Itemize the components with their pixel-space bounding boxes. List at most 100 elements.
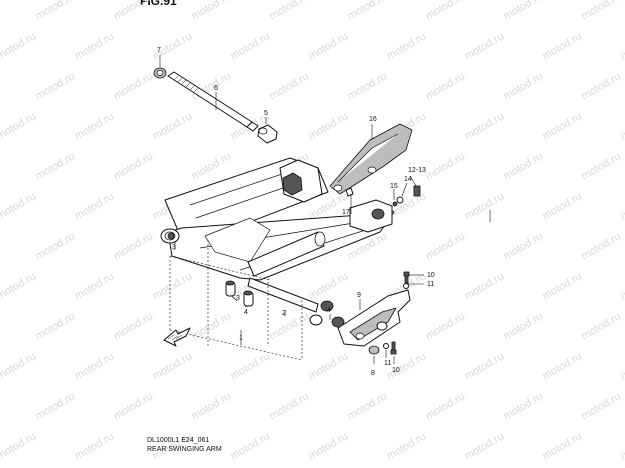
watermark-text: motod.ru bbox=[190, 150, 234, 182]
watermark-text: motod.ru bbox=[73, 110, 117, 142]
section-name: REAR SWINGING ARM bbox=[147, 446, 222, 453]
watermark-text: motod.ru bbox=[307, 110, 351, 142]
watermark-text: motod.ru bbox=[190, 0, 234, 23]
figure-title: FIG.91 bbox=[140, 0, 177, 8]
watermark-text: motod.ru bbox=[34, 390, 78, 422]
watermark-text: motod.ru bbox=[580, 390, 624, 422]
washer-14[interactable] bbox=[396, 196, 404, 204]
watermark-text: motod.ru bbox=[268, 70, 312, 102]
leader-lines bbox=[159, 55, 491, 364]
spacer-tube[interactable] bbox=[247, 277, 319, 313]
watermark-text: motod.ru bbox=[307, 430, 351, 462]
fastener-group-lower[interactable] bbox=[368, 271, 410, 355]
watermark-text: motod.ru bbox=[0, 350, 38, 382]
watermark-text: motod.ru bbox=[34, 70, 78, 102]
watermark-text: motod.ru bbox=[424, 150, 468, 182]
washer-11b[interactable] bbox=[383, 343, 389, 349]
watermark-text: motod.ru bbox=[463, 30, 507, 62]
front-direction-arrow-icon bbox=[163, 327, 191, 347]
watermark-text: motod.ru bbox=[463, 190, 507, 222]
label-7[interactable]: 7 bbox=[157, 47, 161, 54]
watermark-text: motod.ru bbox=[34, 310, 78, 342]
watermark-text: motod.ru bbox=[73, 190, 117, 222]
adjuster-plate-9[interactable] bbox=[337, 289, 411, 347]
watermark-text: motod.ru bbox=[541, 110, 585, 142]
watermark-text: motod.ru bbox=[541, 30, 585, 62]
watermark-text: motod.ru bbox=[268, 310, 312, 342]
part-number-labels: 7 6 5 16 12-13 14 15 17 3 3 4 2 4 1 10 1… bbox=[157, 47, 435, 377]
watermark-text: motod.ru bbox=[619, 430, 625, 462]
watermark-text: motod.ru bbox=[73, 350, 117, 382]
label-15[interactable]: 15 bbox=[390, 183, 398, 190]
watermark-text: motod.ru bbox=[151, 270, 195, 302]
swing-arm-body[interactable] bbox=[160, 157, 395, 281]
label-3[interactable]: 3 bbox=[172, 244, 176, 251]
exploded-guide-lines bbox=[169, 240, 303, 361]
watermark-text: motod.ru bbox=[619, 110, 625, 142]
watermark-text: motod.ru bbox=[424, 310, 468, 342]
watermark-text: motod.ru bbox=[190, 310, 234, 342]
watermark-text: motod.ru bbox=[307, 350, 351, 382]
clip-12-13[interactable] bbox=[413, 185, 421, 197]
label-8[interactable]: 8 bbox=[371, 370, 375, 377]
watermark-text: motod.ru bbox=[619, 270, 625, 302]
label-9[interactable]: 9 bbox=[357, 292, 361, 299]
model-code: DL1000L1 E24_061 bbox=[147, 437, 210, 444]
chain-case-16[interactable] bbox=[329, 123, 413, 195]
bolt-15[interactable] bbox=[392, 201, 398, 207]
watermark-text: motod.ru bbox=[463, 350, 507, 382]
label-1[interactable]: 1 bbox=[239, 335, 243, 342]
watermark-text: motod.ru bbox=[502, 230, 546, 262]
label-11a[interactable]: 11 bbox=[427, 281, 434, 288]
pivot-shaft-assembly[interactable] bbox=[153, 67, 278, 144]
watermark-text: motod.ru bbox=[73, 270, 117, 302]
watermark-text: motod.ru bbox=[112, 150, 156, 182]
bearing-3[interactable] bbox=[167, 232, 175, 240]
label-2[interactable]: 2 bbox=[282, 310, 286, 317]
label-5[interactable]: 5 bbox=[264, 110, 268, 117]
watermark-text: motod.ru bbox=[580, 230, 624, 262]
bearing-set[interactable] bbox=[167, 232, 345, 328]
watermark-text: motod.ru bbox=[268, 0, 312, 23]
watermark-text: motod.ru bbox=[502, 390, 546, 422]
label-12-13[interactable]: 12-13 bbox=[408, 167, 426, 174]
bolt-10b[interactable] bbox=[390, 341, 397, 355]
watermark-text: motod.ru bbox=[580, 70, 624, 102]
label-6[interactable]: 6 bbox=[214, 85, 218, 92]
watermark-text: motod.ru bbox=[0, 110, 38, 142]
label-10b[interactable]: 10 bbox=[392, 367, 400, 374]
bolt-17[interactable] bbox=[345, 187, 354, 197]
watermark-text: motod.ru bbox=[151, 110, 195, 142]
watermark-text: motod.ru bbox=[502, 0, 546, 23]
watermark-text: motod.ru bbox=[541, 190, 585, 222]
watermark-text: motod.ru bbox=[34, 150, 78, 182]
watermark-text: motod.ru bbox=[346, 0, 390, 23]
label-17[interactable]: 17 bbox=[342, 209, 350, 216]
watermark-text: motod.ru bbox=[424, 0, 468, 23]
watermark-text: motod.ru bbox=[541, 270, 585, 302]
label-14[interactable]: 14 bbox=[404, 176, 412, 183]
label-3-lower[interactable]: 3 bbox=[236, 295, 240, 302]
label-11b[interactable]: 11 bbox=[384, 360, 391, 367]
watermark-text: motod.ru bbox=[0, 30, 38, 62]
watermark-text: motod.ru bbox=[73, 30, 117, 62]
watermark-text: motod.ru bbox=[541, 350, 585, 382]
watermark-text: motod.ru bbox=[307, 30, 351, 62]
label-4b[interactable]: 4 bbox=[327, 307, 331, 314]
label-10a[interactable]: 10 bbox=[427, 272, 435, 279]
label-16[interactable]: 16 bbox=[369, 116, 377, 123]
label-4a[interactable]: 4 bbox=[244, 309, 248, 316]
washer-11a[interactable] bbox=[403, 283, 409, 289]
watermark-text: motod.ru bbox=[229, 430, 273, 462]
watermark-text: motod.ru bbox=[112, 70, 156, 102]
watermark-text: motod.ru bbox=[0, 270, 38, 302]
watermark-text: motod.ru bbox=[463, 430, 507, 462]
nut-8[interactable] bbox=[368, 345, 380, 355]
watermark-text: motod.ru bbox=[112, 310, 156, 342]
watermark-text: motod.ru bbox=[619, 350, 625, 382]
watermark-text: motod.ru bbox=[580, 310, 624, 342]
watermark-text: motod.ru bbox=[268, 390, 312, 422]
watermark-text: motod.ru bbox=[424, 390, 468, 422]
watermark-text: motod.ru bbox=[112, 390, 156, 422]
